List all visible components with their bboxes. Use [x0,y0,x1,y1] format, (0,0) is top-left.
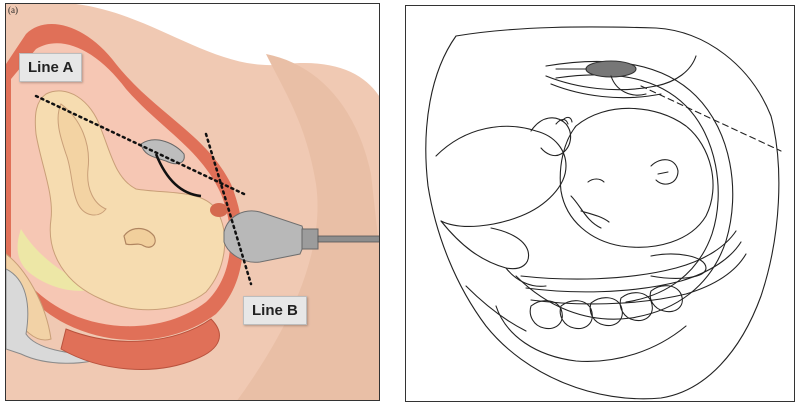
line-b-label: Line B [243,296,307,325]
uterine-outline [516,61,733,319]
panel-label: (a) [8,5,18,15]
fetal-face [571,179,609,228]
placenta-b [586,61,636,77]
maternal-outline [426,27,779,399]
pelvic-floor [466,286,526,331]
fetal-torso [436,126,566,226]
lower-wall-2 [526,242,741,292]
cervix-nodule [210,203,228,217]
fetal-ear-detail [651,160,678,184]
line-drawing [406,6,795,402]
upper-fold-inner [551,84,661,98]
probe-axis [641,86,781,151]
fetal-head [560,108,713,247]
fetal-foot-b [506,268,546,286]
fetal-leg-b [441,221,529,269]
illustration-panel-a: (a) Line A Line B [5,3,380,401]
illustration-panel-b [405,5,795,402]
line-a-label: Line A [19,53,82,82]
